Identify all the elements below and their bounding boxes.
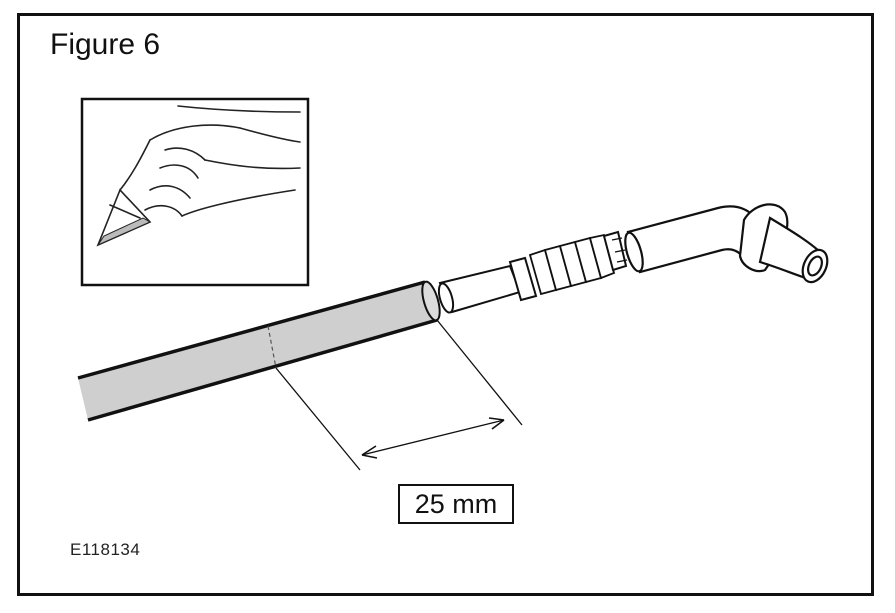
hose-connector <box>437 230 628 314</box>
dimension-lines <box>275 319 523 471</box>
figure-title: Figure 6 <box>50 28 161 61</box>
dimension-label: 25 mm <box>398 484 514 524</box>
knife-inset <box>80 97 310 287</box>
hose-tube <box>77 280 441 422</box>
reference-code: E118134 <box>70 540 141 559</box>
elbow-fitting <box>624 203 829 284</box>
